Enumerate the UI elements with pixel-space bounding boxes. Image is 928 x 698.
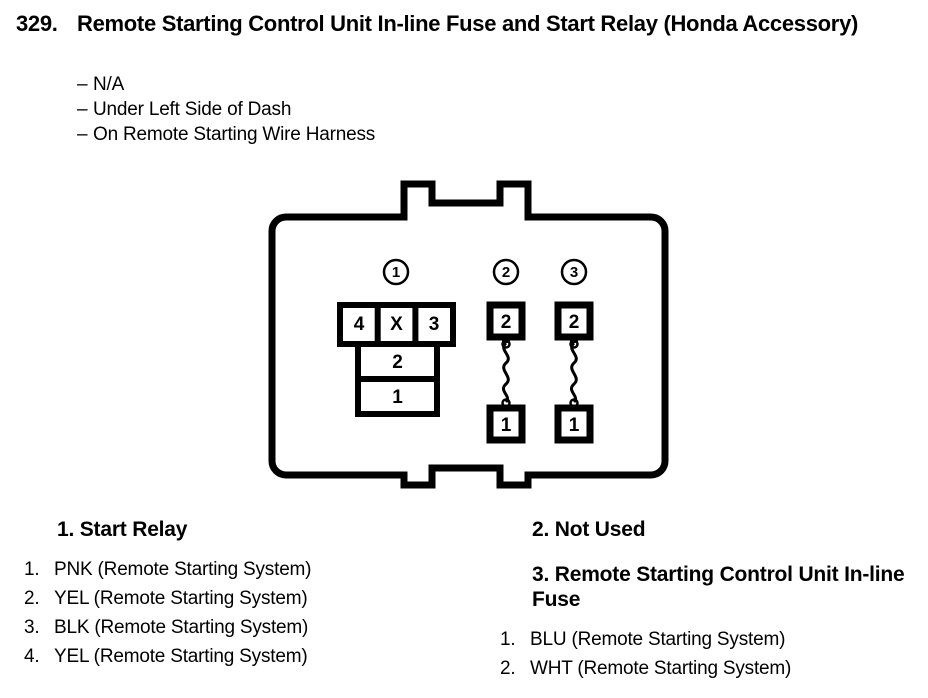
location-bullet-item: –Under Left Side of Dash [77, 97, 375, 122]
wire-row: 2. YEL (Remote Starting System) [24, 584, 311, 613]
wire-row: 2. WHT (Remote Starting System) [500, 654, 791, 683]
fuse-b-bottom-box [554, 404, 594, 444]
relay-cell-3: 3 [428, 314, 440, 335]
wire-row: 1. BLU (Remote Starting System) [500, 625, 791, 654]
callout-2-circle [492, 258, 520, 286]
wire-index: 1. [24, 559, 40, 580]
relay-cell-4: 4 [353, 314, 365, 335]
fuse-b-top-label: 2 [568, 312, 580, 333]
wire-list-start-relay: 1. PNK (Remote Starting System) 2. YEL (Re… [24, 555, 312, 671]
legend-heading-inline-fuse: 3. Remote Starting Control Unit In-line … [532, 563, 905, 611]
page-title: Remote Starting Control Unit In-line Fus… [77, 11, 859, 36]
location-bullet-text: N/A [93, 74, 125, 95]
connector-outline-svg [268, 180, 669, 489]
callout-3-label: 3 [569, 264, 579, 281]
relay-cell-x: X [390, 314, 403, 335]
callout-2-label: 2 [501, 264, 511, 281]
fuse-a-bottom-label: 1 [500, 415, 512, 436]
wire-row: 4. YEL (Remote Starting System) [24, 642, 311, 671]
fuse-b-element [569, 341, 578, 404]
fuse-a-top-label: 2 [500, 312, 512, 333]
wire-row: 1. PNK (Remote Starting System) [24, 555, 312, 584]
callout-3-circle [560, 258, 588, 286]
connector-diagram: 4 X 3 2 1 2 1 2 1 1 2 3 [262, 172, 692, 497]
wire-row: 3. BLK (Remote Starting System) [24, 613, 311, 642]
dash-glyph: – [77, 74, 88, 95]
wire-list-inline-fuse: 1. BLU (Remote Starting System) 2. WHT (Re… [500, 625, 791, 683]
wire-index: 4. [24, 646, 40, 667]
fuse-a-bottom-box [486, 404, 526, 444]
wire-text: WHT (Remote Starting System) [530, 658, 792, 679]
wire-text: PNK (Remote Starting System) [54, 559, 312, 580]
location-bullet-text: On Remote Starting Wire Harness [93, 124, 376, 145]
relay-row-2-frame [355, 341, 440, 382]
location-bullet-item: –On Remote Starting Wire Harness [77, 122, 375, 147]
fuse-b-bottom-label: 1 [568, 415, 580, 436]
callout-1-circle [382, 258, 410, 286]
location-bullet-text: Under Left Side of Dash [93, 99, 292, 120]
location-bullet-item: –N/A [77, 72, 375, 97]
wire-text: BLU (Remote Starting System) [530, 629, 786, 650]
wire-index: 2. [500, 658, 516, 679]
fuse-a-terminal-top [501, 339, 511, 349]
wire-text: YEL (Remote Starting System) [54, 588, 308, 609]
wire-index: 1. [500, 629, 516, 650]
legend-heading-not-used: 2. Not Used [532, 518, 646, 541]
legend-heading-start-relay: 1. Start Relay [57, 518, 188, 541]
relay-cell-1: 1 [392, 387, 403, 408]
fuse-b-terminal-top [569, 339, 579, 349]
connector-body-path [268, 180, 669, 489]
dash-glyph: – [77, 99, 88, 120]
wire-index: 3. [24, 617, 40, 638]
wire-text: YEL (Remote Starting System) [54, 646, 308, 667]
location-bullet-list: –N/A –Under Left Side of Dash –On Remote… [77, 72, 375, 147]
entry-number: 329. [16, 11, 58, 36]
callout-1-label: 1 [391, 264, 401, 281]
relay-row-1-frame [355, 376, 440, 417]
relay-cell-2: 2 [392, 352, 403, 373]
wire-index: 2. [24, 588, 40, 609]
legend: 1. Start Relay 1. PNK (Remote Starting Sy… [0, 505, 928, 698]
fuse-a-element [501, 341, 510, 404]
dash-glyph: – [77, 124, 88, 145]
wire-text: BLK (Remote Starting System) [54, 617, 309, 638]
